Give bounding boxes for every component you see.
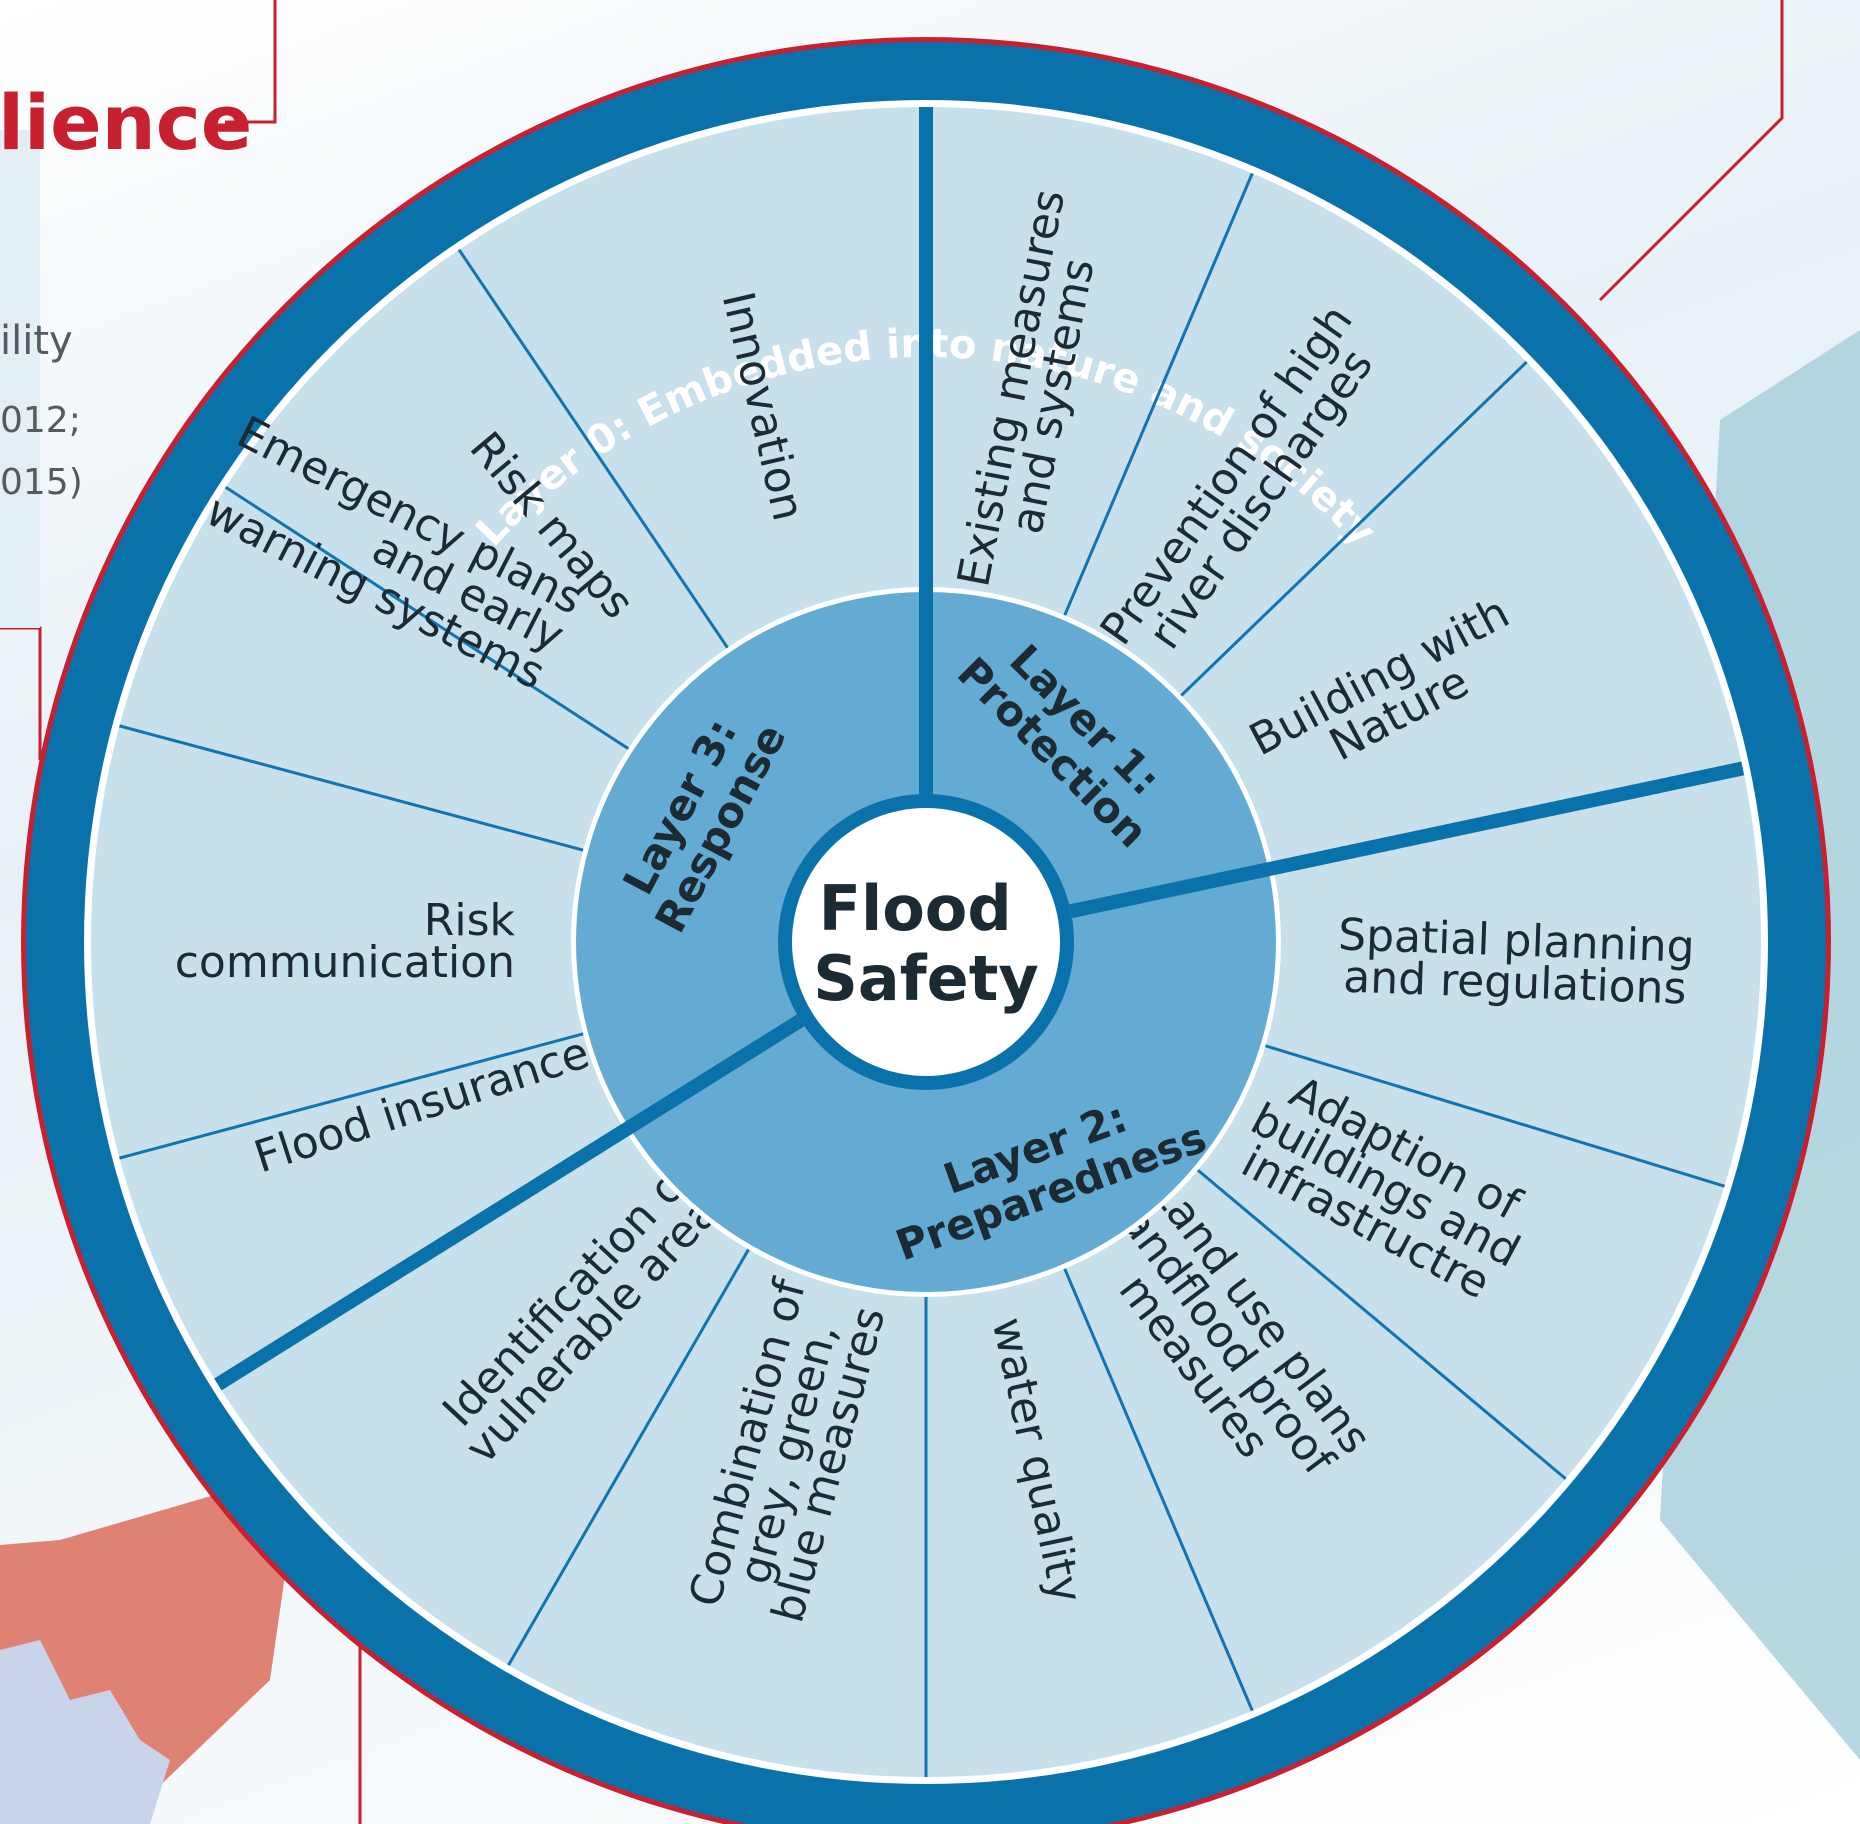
layer-dividers bbox=[214, 107, 1745, 1391]
segment-label-4: Spatial planningand regulations bbox=[1336, 909, 1695, 1014]
map-blue-coastline bbox=[0, 1640, 170, 1824]
citation-fragment: 015) bbox=[0, 462, 83, 503]
segment-divider bbox=[1260, 1042, 1725, 1188]
center-title: Flood Safety bbox=[813, 872, 1039, 1015]
segment-divider bbox=[224, 485, 634, 753]
heading-fragment: lience bbox=[0, 78, 253, 167]
segment-divider bbox=[119, 1031, 589, 1160]
citation-fragment: 012; bbox=[0, 400, 81, 441]
left-panel bbox=[0, 130, 40, 628]
segment-divider bbox=[1061, 172, 1254, 621]
segment-divider bbox=[1061, 1263, 1254, 1712]
center-circle: Flood Safety bbox=[778, 794, 1074, 1090]
segment-divider bbox=[119, 724, 589, 853]
layer-divider bbox=[1069, 761, 1745, 919]
segment-dividers bbox=[119, 172, 1744, 1777]
body-text-fragment: ility bbox=[0, 318, 73, 364]
segment-divider bbox=[507, 1244, 753, 1666]
red-frame-right bbox=[1598, 0, 1784, 302]
segment-divider bbox=[1193, 1165, 1567, 1480]
layer-divider bbox=[214, 1014, 805, 1391]
red-frame-top bbox=[225, 0, 277, 124]
segment-divider bbox=[1176, 360, 1528, 700]
segment-divider bbox=[457, 248, 732, 653]
